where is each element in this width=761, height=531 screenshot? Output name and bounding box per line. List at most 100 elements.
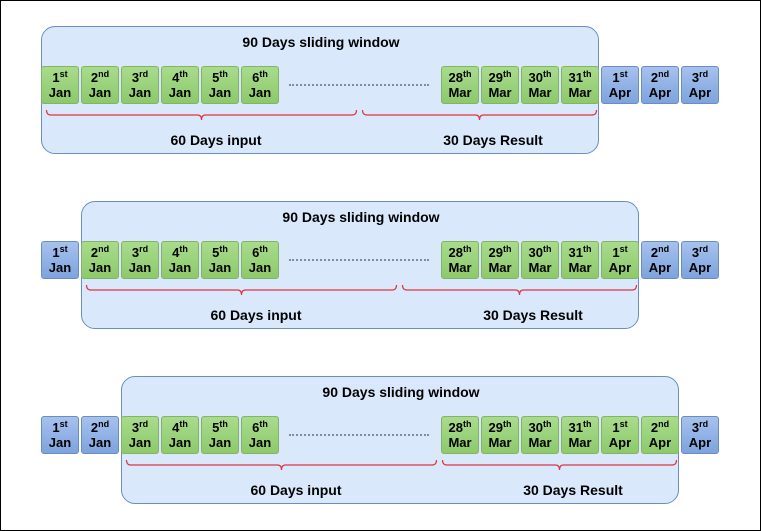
day-number: 2nd (90, 419, 110, 436)
day-month: Apr (688, 435, 712, 450)
day-number: 3rd (691, 69, 709, 86)
day-number: 1st (612, 244, 628, 261)
day-month: Jan (128, 260, 152, 275)
day-month: Apr (688, 260, 712, 275)
day-month: Apr (608, 260, 632, 275)
day-number: 29th (488, 69, 512, 86)
day-number: 2nd (650, 69, 670, 86)
input-brace (45, 109, 358, 121)
day-month: Mar (488, 85, 512, 100)
day-month: Jan (48, 260, 72, 275)
input-brace (85, 284, 398, 296)
day-number: 1st (612, 69, 628, 86)
day-month: Jan (88, 435, 112, 450)
day-number: 6th (252, 419, 268, 436)
day-month: Mar (448, 435, 472, 450)
day-month: Jan (48, 435, 72, 450)
day-number: 31th (568, 419, 592, 436)
day-number: 28th (448, 69, 472, 86)
day-month: Mar (488, 435, 512, 450)
day-number: 1st (52, 244, 68, 261)
day-month: Mar (528, 435, 552, 450)
input-brace (125, 459, 438, 471)
input-label: 60 Days input (170, 132, 262, 148)
day-month: Jan (208, 435, 232, 450)
day-month: Apr (648, 260, 672, 275)
day-month: Mar (568, 85, 592, 100)
day-number: 4th (172, 419, 188, 436)
day-number: 3rd (131, 419, 149, 436)
day-number: 29th (488, 419, 512, 436)
day-number: 1st (52, 419, 68, 436)
result-brace (361, 109, 598, 121)
day-number: 29th (488, 244, 512, 261)
day-month: Jan (248, 435, 272, 450)
day-number: 5th (212, 69, 228, 86)
result-brace (441, 459, 678, 471)
day-month: Mar (568, 435, 592, 450)
day-number: 4th (172, 69, 188, 86)
result-label: 30 Days Result (523, 482, 623, 498)
day-month: Apr (608, 435, 632, 450)
day-month: Jan (248, 260, 272, 275)
day-number: 30th (528, 69, 552, 86)
ellipsis-dots (289, 259, 429, 261)
day-month: Mar (528, 260, 552, 275)
day-number: 3rd (131, 69, 149, 86)
day-month: Mar (488, 260, 512, 275)
day-month: Jan (168, 260, 192, 275)
day-number: 3rd (691, 419, 709, 436)
day-month: Mar (528, 85, 552, 100)
day-month: Jan (168, 435, 192, 450)
day-number: 28th (448, 244, 472, 261)
day-month: Jan (88, 85, 112, 100)
day-month: Jan (208, 260, 232, 275)
window-title: 90 Days sliding window (242, 34, 400, 50)
day-number: 30th (528, 244, 552, 261)
day-month: Apr (608, 85, 632, 100)
day-month: Apr (648, 85, 672, 100)
day-number: 5th (212, 419, 228, 436)
input-label: 60 Days input (210, 307, 302, 323)
day-number: 28th (448, 419, 472, 436)
day-number: 2nd (650, 244, 670, 261)
day-number: 6th (252, 244, 268, 261)
day-number: 2nd (90, 69, 110, 86)
day-number: 6th (252, 69, 268, 86)
day-number: 31th (568, 69, 592, 86)
day-month: Jan (128, 85, 152, 100)
day-number: 3rd (131, 244, 149, 261)
day-number: 2nd (90, 244, 110, 261)
day-month: Jan (48, 85, 72, 100)
day-month: Apr (648, 435, 672, 450)
